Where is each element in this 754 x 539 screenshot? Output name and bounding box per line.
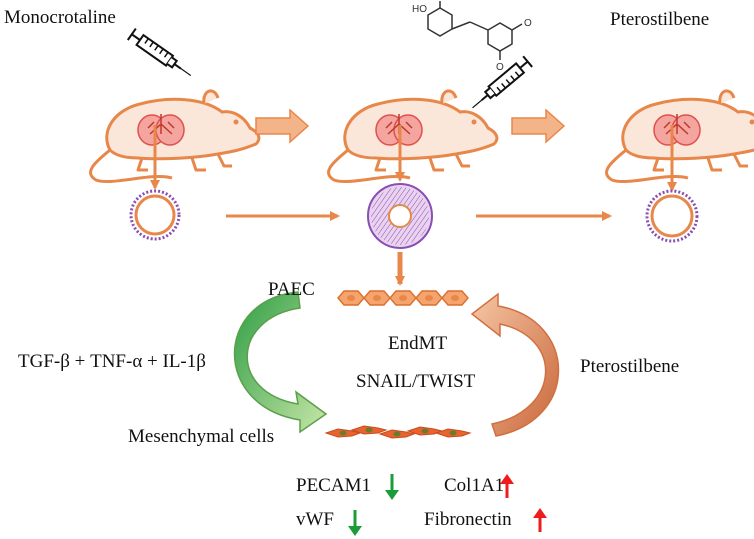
rat-monocrotaline [327,89,499,184]
label-snail-twist: SNAIL/TWIST [356,371,476,392]
syringe-monocrotaline [126,27,196,83]
label-cytokines: TGF-β + TNF-α + IL-1β [18,351,206,372]
molecule-ho: HO [412,4,427,15]
label-col1a1: Col1A1 [444,475,505,496]
rat-pterostilbene [605,89,754,184]
molecule-o-bottom: O [496,62,504,73]
label-pecam1: PECAM1 [296,475,371,496]
vessel-treated [645,189,699,243]
label-monocrotaline: Monocrotaline [4,7,116,28]
fibronectin-up-arrow [533,508,547,532]
endmt-arrow-green [233,291,328,434]
label-pterostilbene-mid: Pterostilbene [580,356,680,377]
step-arrow-1 [255,108,310,144]
mesenchymal-cells [325,425,471,439]
endothelial-cells [337,290,469,306]
step-arrow-2 [511,108,566,144]
label-fibronectin: Fibronectin [424,509,512,530]
vessel-normal [129,189,181,241]
rat-untreated [89,89,261,184]
pterostilbene-structure [427,1,523,60]
reversal-arrow-orange [470,292,560,437]
label-paec: PAEC [268,279,315,300]
label-mesenchymal-cells: Mesenchymal cells [128,426,275,447]
pecam1-down-arrow [385,474,399,500]
label-endmt: EndMT [388,333,448,354]
col1a1-up-arrow [500,474,514,498]
molecule-o-top: O [524,18,532,29]
label-vwf: vWF [296,509,334,530]
label-pterostilbene-top: Pterostilbene [610,9,710,30]
vessel-remodeled [367,183,433,249]
vwf-down-arrow [348,510,362,536]
